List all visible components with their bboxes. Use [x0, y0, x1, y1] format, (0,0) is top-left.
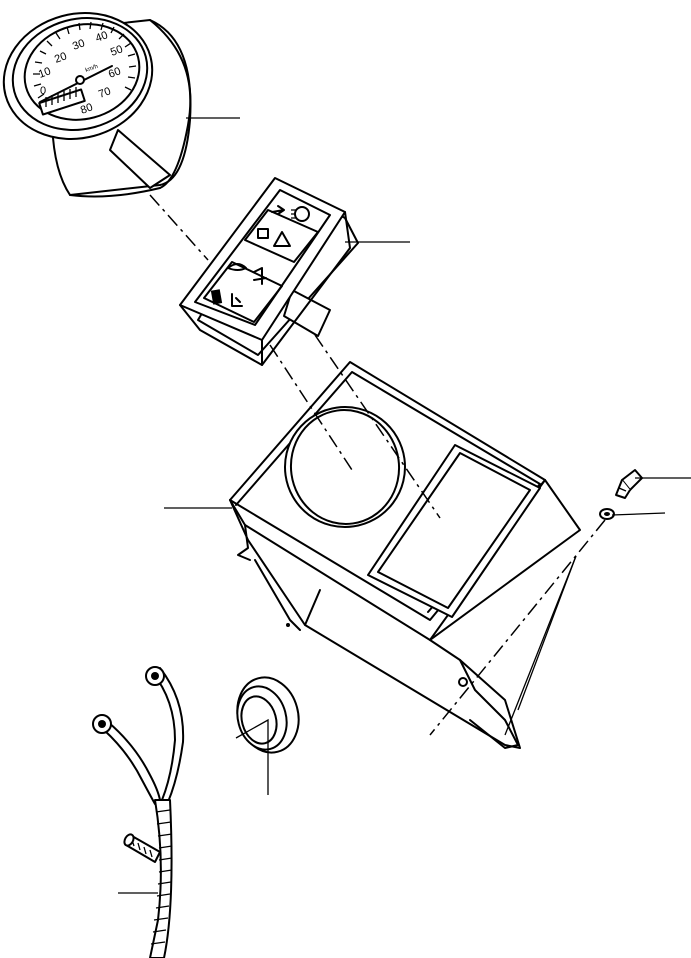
fuel-indicator-icon: [210, 289, 223, 305]
mounting-screw: [615, 469, 643, 499]
instrument-housing: [229, 361, 581, 749]
dial-number-10: 10: [37, 65, 53, 80]
fan-indicator-icon: [227, 263, 247, 271]
dial-number-30: 30: [71, 37, 87, 52]
assembly-lines: [149, 194, 606, 736]
dial-number-80: 80: [79, 101, 95, 116]
headlight-indicator-icon: [291, 206, 310, 222]
harness-connector-top: [145, 666, 165, 686]
dial-unit-label: km/h: [85, 64, 99, 74]
dial-number-60: 60: [107, 65, 123, 80]
harness-connector-left: [92, 714, 112, 734]
turn-signal-indicator-icon: [271, 205, 285, 215]
wiring-harness: [92, 666, 185, 958]
gauge-opening: [284, 406, 406, 528]
engine-temp-indicator-icon: [231, 293, 243, 307]
dial-number-70: 70: [97, 85, 113, 100]
battery-indicator-icon: [257, 228, 269, 239]
dial-number-20: 20: [53, 50, 69, 65]
lock-washer: [599, 508, 615, 520]
speedometer-gauge: 0 10 20 30 40 50 60 70 80 km/h: [2, 12, 192, 198]
warning-triangle-icon: [273, 231, 291, 247]
seatbelt-indicator-icon: [253, 267, 267, 285]
dial-number-0: 0: [40, 85, 46, 97]
warning-light-panel: [179, 177, 359, 366]
dial-number-50: 50: [109, 43, 125, 58]
odometer-window: [38, 88, 86, 116]
dial-number-40: 40: [94, 29, 110, 44]
retaining-ring: [236, 676, 300, 754]
dial-tick-marks: [33, 21, 137, 99]
leader-lines: [118, 117, 691, 894]
panel-opening: [367, 444, 541, 618]
